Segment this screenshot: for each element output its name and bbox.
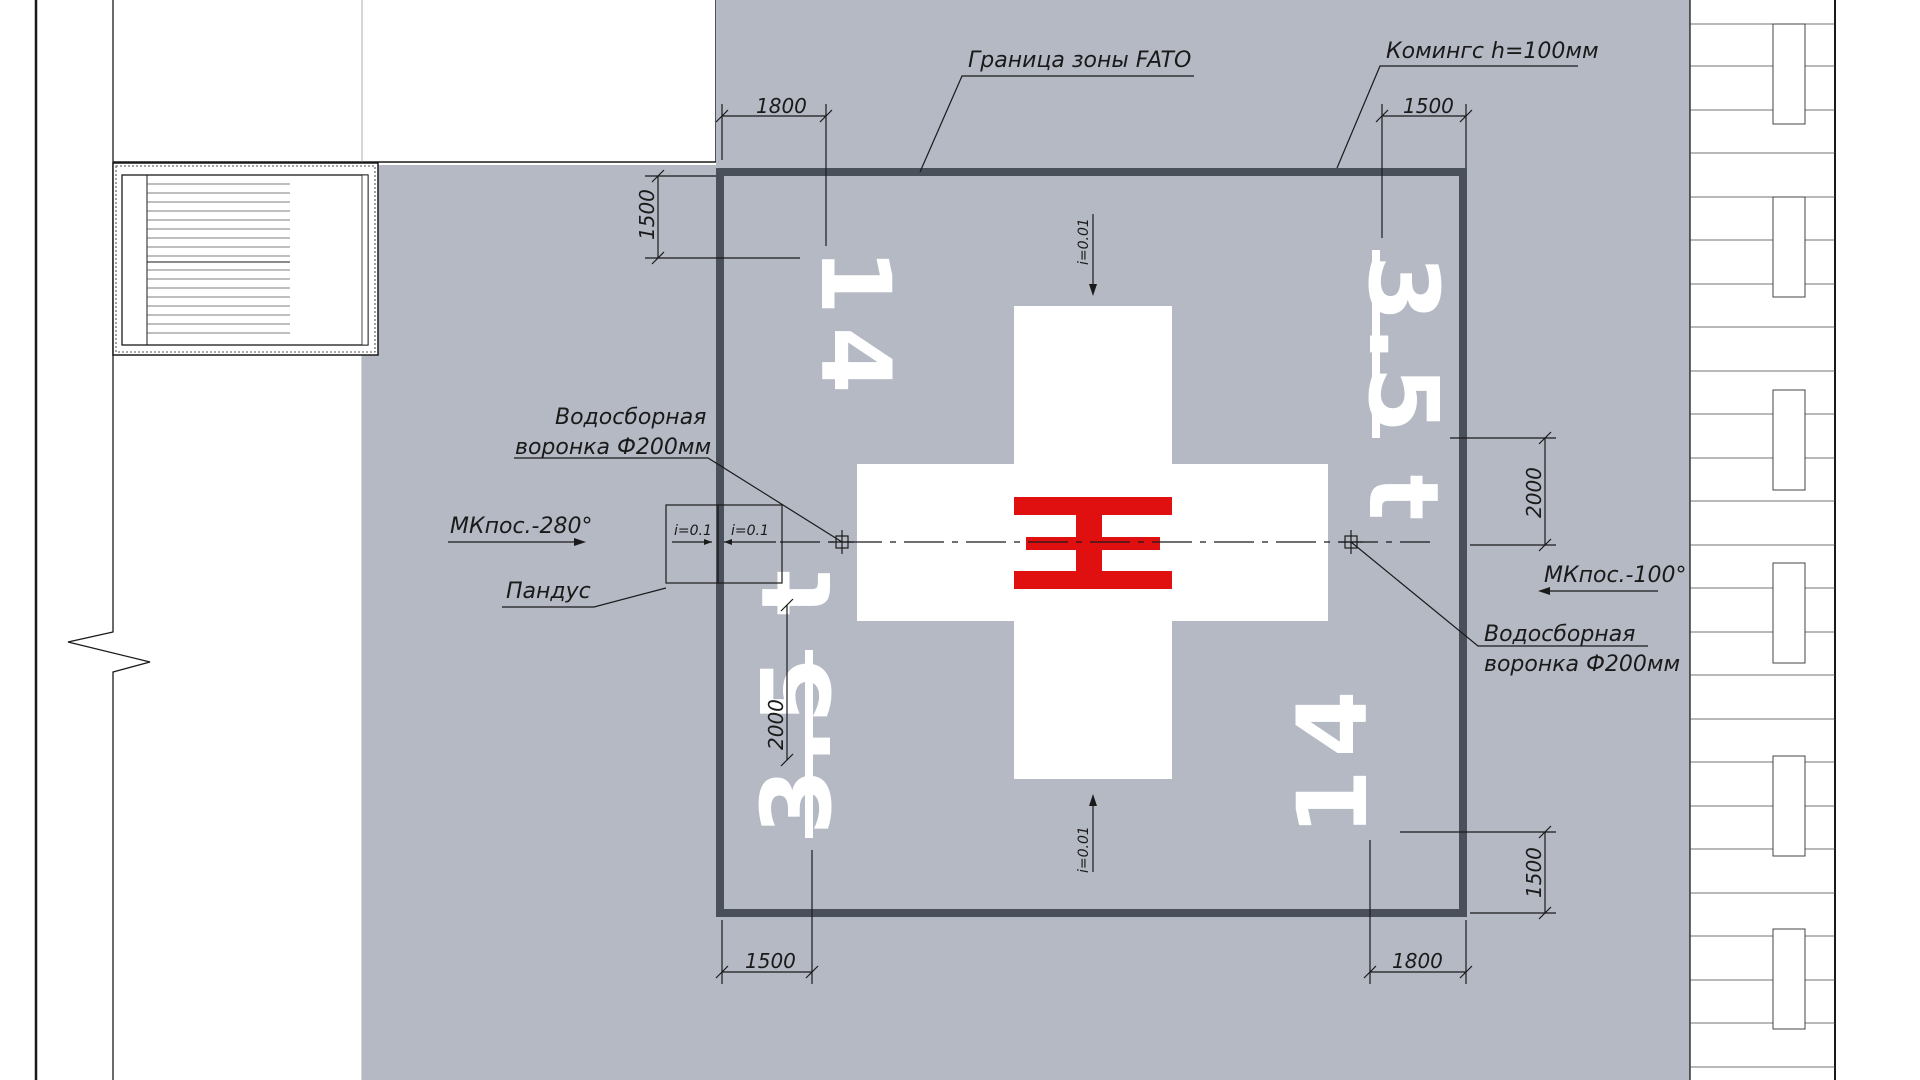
fato-boundary-frame: [716, 168, 1467, 917]
right-facade: [1689, 0, 1836, 1080]
label-fato-boundary: Граница зоны FATO: [968, 48, 1191, 73]
slope-label-top: i=0.01: [1076, 218, 1092, 265]
dim-top-right: 1500: [1403, 94, 1454, 118]
dim-bottom-left: 1500: [745, 949, 796, 973]
label-drain-left-line1: Водосборная: [555, 405, 706, 430]
weight-marking-bottom-left: 3.5 t: [741, 566, 853, 835]
mk-right-arrowhead: [1538, 587, 1550, 595]
dim-left-top: 1500: [635, 189, 659, 240]
ramp-slope-left: i=0.1: [674, 523, 712, 539]
dim-right-bottom: 1500: [1522, 847, 1546, 898]
slope-arrow-top: [1089, 214, 1097, 296]
label-coaming: Комингс h=100мм: [1386, 39, 1599, 64]
ramp-slope-right: i=0.1: [731, 523, 769, 539]
dim-top-left: 1800: [756, 94, 807, 118]
label-drain-left-line2: воронка Ф200мм: [515, 435, 711, 460]
weight-marking-top-right: 3.5 t: [1347, 255, 1459, 524]
label-ramp: Пандус: [506, 579, 591, 604]
weight-underline-top-right: [1372, 250, 1380, 438]
leader-lines: [448, 65, 1658, 647]
ramp: [665, 504, 783, 584]
size-marking-bottom-right: 14: [1277, 678, 1389, 836]
slope-label-bottom: i=0.01: [1076, 826, 1092, 873]
size-marking-top-left: 14: [799, 248, 911, 406]
dim-bottom-right: 1800: [1392, 949, 1443, 973]
dim-right-mid: 2000: [1522, 467, 1546, 518]
dimension-lines: [645, 104, 1556, 984]
weight-underline-bottom-left: [805, 650, 813, 838]
staircase: [112, 162, 379, 356]
label-drain-right-line1: Водосборная: [1484, 622, 1635, 647]
mk-left-arrowhead: [574, 538, 586, 546]
h-letter-marking: [1014, 497, 1172, 589]
dim-left-mid: 2000: [764, 699, 788, 750]
label-drain-right-line2: воронка Ф200мм: [1484, 652, 1680, 677]
label-mk-left: МКпос.-280°: [450, 514, 592, 539]
label-mk-right: МКпос.-100°: [1544, 563, 1686, 588]
slope-arrow-bottom: [1089, 794, 1097, 872]
